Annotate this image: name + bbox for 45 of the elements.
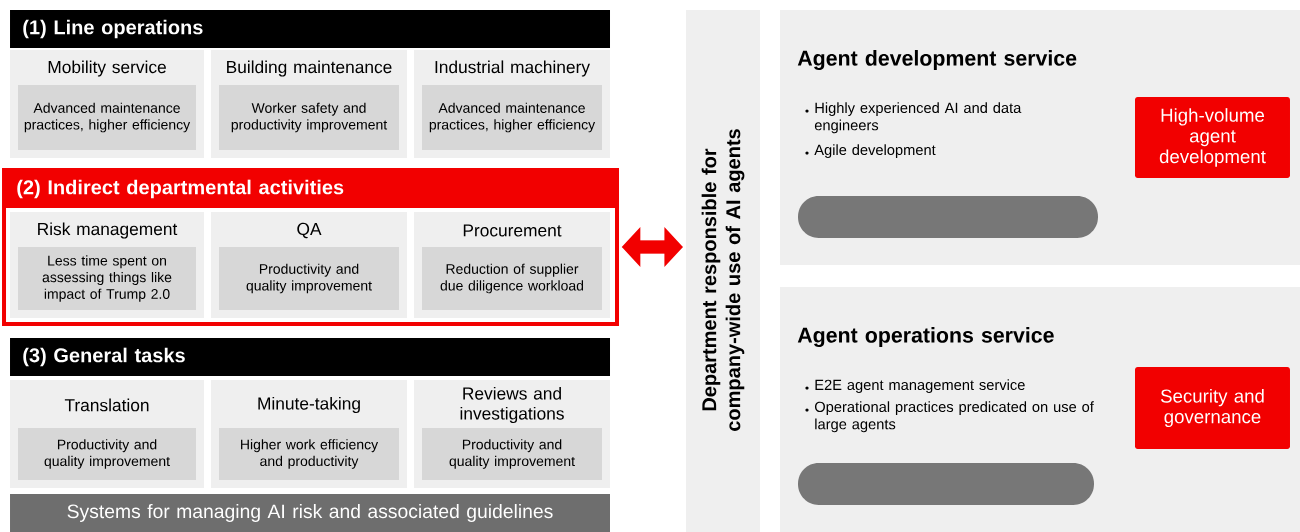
feature-box: Security and governance [1135, 367, 1290, 449]
task-cell [211, 50, 407, 158]
heading-band: (1) Line operations [10, 10, 610, 48]
cell-title: Procurement [463, 224, 562, 237]
pill-shape [798, 196, 1098, 238]
task-cell [211, 212, 407, 318]
bullet-item: Agile development [805, 144, 936, 158]
cell-description: Less time spent on assessing things like impact of Trump 2.0 [42, 255, 172, 302]
task-cell [10, 212, 204, 318]
panel-heading: Agent operations service [797, 327, 1054, 347]
group-panel [2, 168, 619, 326]
service-panel [780, 287, 1300, 532]
footer-bar: Systems for managing AI risk and associated guidelines [10, 494, 610, 532]
task-cell [414, 212, 610, 318]
cell-description: Productivity and quality improvement [44, 439, 170, 469]
cell-title: Building maintenance [227, 60, 392, 77]
cell-title: Translation [64, 398, 149, 412]
cell-description: Higher work efficiency and productivity [241, 439, 379, 469]
cell-description: Productivity and quality improvement [449, 439, 575, 469]
cell-description: Advanced maintenance practices, higher efficiency [24, 102, 191, 133]
cell-title: Mobility service [48, 60, 166, 77]
feature-box: High-volume agent development [1135, 97, 1290, 178]
task-cell [414, 50, 610, 158]
cell-title: Minute-taking [258, 396, 360, 414]
cell-title: Risk management [38, 222, 178, 239]
task-cell [10, 380, 204, 488]
pill-shape [798, 463, 1094, 505]
task-cell [10, 50, 204, 158]
task-cell [211, 380, 407, 488]
cell-title: Reviews and investigations [460, 386, 564, 424]
bullet-item: Highly experienced AI and data engineers [805, 102, 1022, 134]
service-panel [780, 10, 1300, 265]
cell-title: Industrial machinery [435, 60, 590, 77]
group-heading: (2) Indirect departmental activities [17, 179, 344, 199]
department-panel: Department responsible for company-wide use of AI agents [686, 10, 760, 532]
bullet-item: E2E agent management service [805, 379, 1025, 393]
cell-description: Advanced maintenance practices, higher efficiency [429, 102, 596, 133]
task-cell [414, 380, 610, 488]
cell-title: QA [297, 222, 322, 239]
cell-description: Reduction of supplier due diligence workload [440, 263, 584, 294]
heading-band: (3) General tasks [10, 338, 610, 376]
panel-heading: Agent development service [797, 50, 1077, 70]
cell-description: Worker safety and productivity improvement [231, 102, 388, 133]
bullet-item: Operational practices predicated on use of large agents [805, 401, 1094, 433]
cell-description: Productivity and quality improvement [246, 263, 372, 294]
